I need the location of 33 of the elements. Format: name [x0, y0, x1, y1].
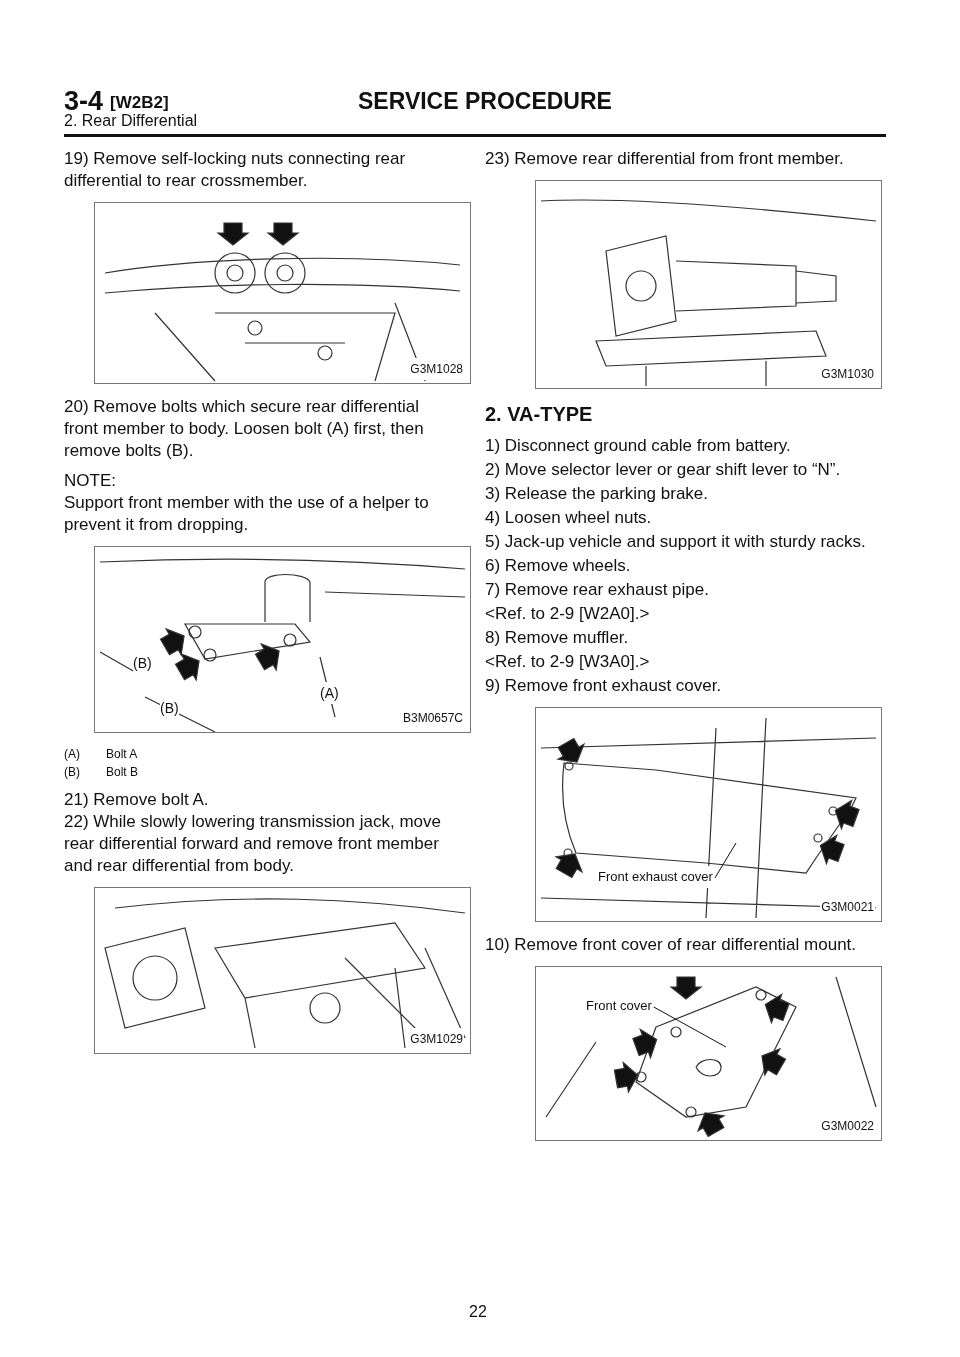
step-text: 8) Remove muffler.	[485, 627, 630, 649]
legend-text: Bolt B	[106, 764, 138, 781]
note-text: Support front member with the use of a helper to prevent it from dropping.	[64, 492, 430, 536]
step-text: 9) Remove front exhaust cover.	[485, 675, 723, 697]
step-text: 3) Release the parking brake.	[485, 483, 710, 505]
page-number: 22	[469, 1303, 487, 1321]
step-text: 10) Remove front cover of rear differential mount.	[485, 934, 858, 956]
step-text: 19) Remove self-locking nuts connecting rear differential to rear crossmember.	[64, 148, 407, 192]
step-text: 4) Loosen wheel nuts.	[485, 507, 653, 529]
callout-letter: (A)	[320, 682, 339, 704]
step-text: 7) Remove rear exhaust pipe.	[485, 579, 710, 601]
subsection-title: 2. Rear Differential	[64, 112, 198, 130]
legend-text: Bolt A	[106, 746, 138, 763]
part-label: Front exhaust cover	[598, 866, 713, 888]
step-text: 20) Remove bolts which secure rear differential front member to body. Loosen bolt (A) first, then remove bolts (B).	[64, 396, 425, 462]
legend-key: (A)	[64, 745, 106, 763]
leader-line	[714, 842, 737, 879]
note-heading: NOTE:	[64, 470, 117, 492]
section-code: [W2B2]	[110, 93, 169, 113]
legend-key: (B)	[64, 763, 106, 781]
figure-code: G3M1028	[409, 358, 464, 380]
step-text: 21) Remove bolt A.	[64, 789, 210, 811]
step-text: 6) Remove wheels.	[485, 555, 632, 577]
step-text: 22) While slowly lowering transmission jack, move rear differential forward and remove front member and rear differential from body.	[64, 811, 442, 877]
step-text: 23) Remove rear differential from front member.	[485, 148, 845, 170]
reference-text: <Ref. to 2-9 [W2A0].>	[485, 603, 651, 625]
page-heading: SERVICE PROCEDURE	[358, 88, 612, 115]
leader-line	[653, 1006, 727, 1048]
step-text: 1) Disconnect ground cable from battery.	[485, 435, 792, 457]
step-text: 2) Move selector lever or gear shift lever to “N”.	[485, 459, 842, 481]
reference-text: <Ref. to 2-9 [W3A0].>	[485, 651, 651, 673]
step-text: 5) Jack-up vehicle and support it with sturdy racks.	[485, 531, 867, 553]
section-heading: 2. VA-TYPE	[485, 403, 594, 425]
